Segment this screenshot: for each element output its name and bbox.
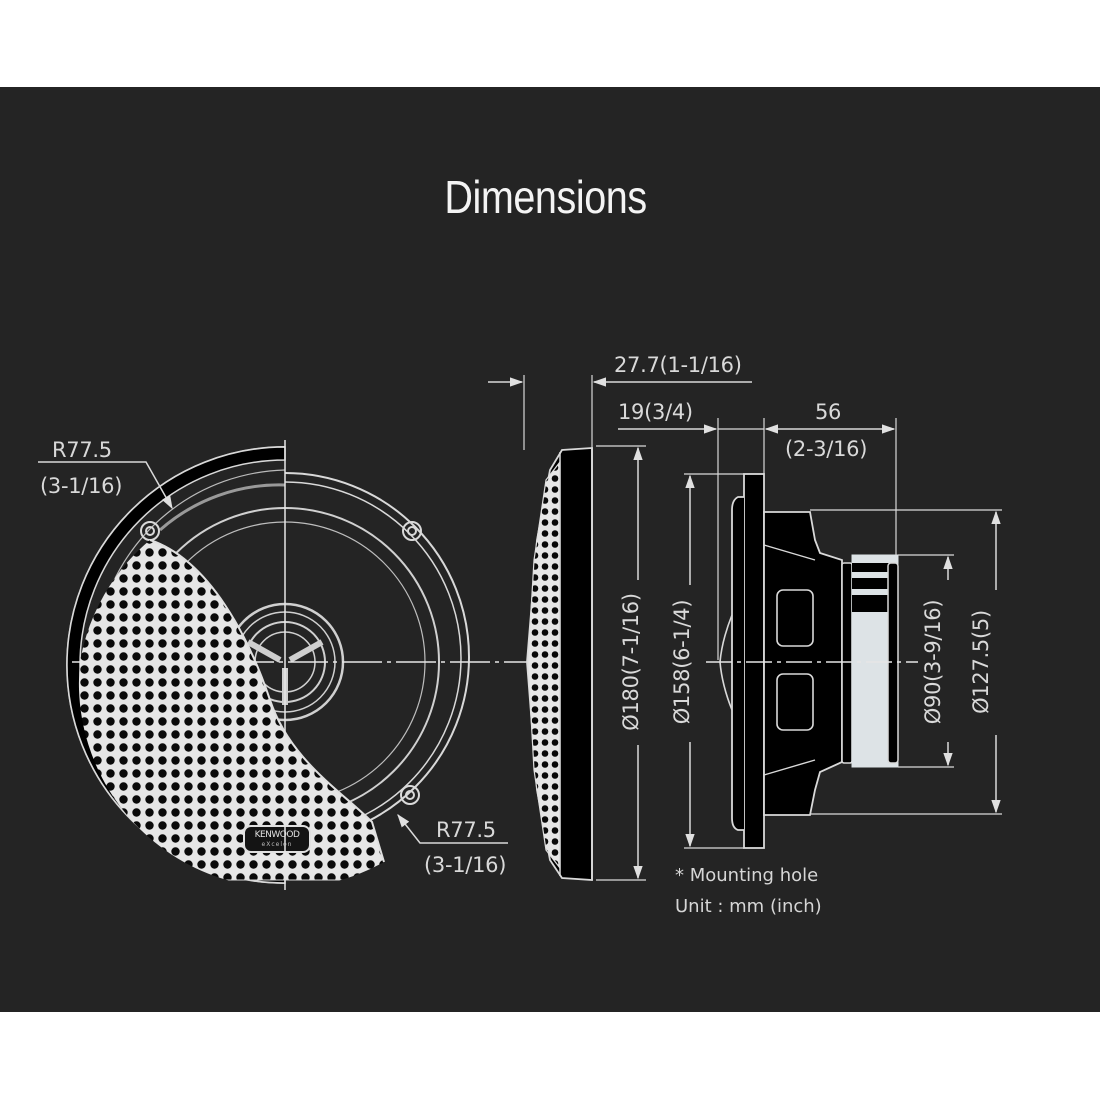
mounting-hole-note: * Mounting hole	[675, 865, 819, 886]
radius-top-inch: (3-1/16)	[40, 474, 123, 498]
radius-bottom-value: R77.5	[436, 818, 496, 842]
grille-diameter-label: Ø180(7-1/16)	[619, 593, 643, 731]
page-title: Dimensions	[444, 171, 647, 223]
magnet-diameter-label: Ø90(3-9/16)	[921, 599, 945, 725]
driver-side-view	[618, 418, 1002, 849]
kenwood-badge	[243, 825, 311, 853]
kenwood-badge-subtext: eXcelon	[261, 841, 293, 848]
mounting-hole-diameter-label: Ø127.5(5)	[969, 610, 993, 714]
radius-bottom-inch: (3-1/16)	[424, 853, 507, 877]
mounting-depth-label: 19(3/4)	[618, 400, 693, 424]
grille-side-view	[488, 375, 752, 881]
grille-depth-label: 27.7(1-1/16)	[614, 353, 742, 377]
driver-depth-inch: (2-3/16)	[785, 437, 868, 461]
frame-diameter-label: Ø158(6-1/4)	[670, 599, 694, 725]
kenwood-badge-text: KENWOOD	[254, 830, 300, 840]
radius-top-value: R77.5	[52, 438, 112, 462]
driver-depth-value: 56	[815, 400, 842, 424]
unit-note: Unit : mm (inch)	[675, 896, 822, 917]
